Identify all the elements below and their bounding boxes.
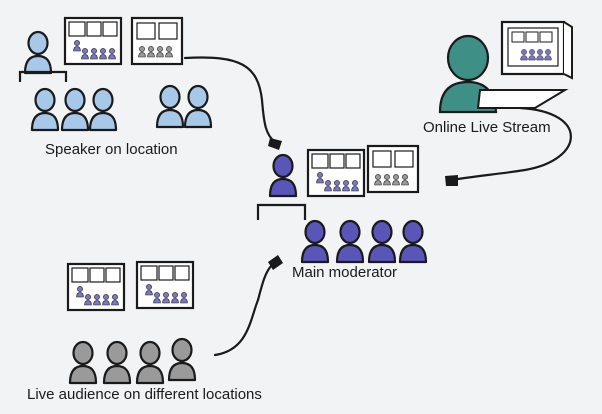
moderator-group bbox=[256, 146, 428, 264]
label-main-moderator: Main moderator bbox=[292, 264, 398, 281]
speaker-screen-2 bbox=[132, 18, 182, 64]
audience-person bbox=[68, 340, 98, 385]
cable-stream-to-moderator bbox=[450, 106, 572, 182]
moderator-screen-1 bbox=[308, 150, 364, 196]
cable-audience-to-moderator bbox=[213, 263, 274, 357]
moderator-screen-2 bbox=[368, 146, 418, 192]
monitor-screen bbox=[507, 27, 559, 67]
audience-person bbox=[102, 340, 132, 385]
speaker-audience-person bbox=[88, 87, 118, 132]
speaker-podium bbox=[18, 70, 68, 82]
audience-group bbox=[68, 262, 197, 385]
monitor-window bbox=[539, 31, 553, 43]
stream-viewer-head bbox=[446, 34, 490, 82]
label-speaker-on-location: Speaker on location bbox=[45, 141, 178, 158]
connector-plug-speaker bbox=[268, 138, 282, 150]
connector-plug-audience bbox=[268, 255, 283, 270]
speaker-audience-person bbox=[155, 84, 185, 129]
moderator-audience-person bbox=[335, 219, 365, 264]
audience-screen-1 bbox=[68, 264, 124, 310]
audience-screen-2 bbox=[137, 262, 193, 308]
audience-person bbox=[135, 340, 165, 385]
speaker-group bbox=[18, 18, 213, 132]
label-online-live-stream: Online Live Stream bbox=[423, 119, 551, 136]
speaker-figure bbox=[23, 30, 53, 75]
audience-person bbox=[167, 337, 197, 382]
stream-group bbox=[438, 20, 573, 114]
keyboard bbox=[476, 89, 569, 109]
moderator-audience-person bbox=[300, 219, 330, 264]
monitor-side bbox=[563, 21, 573, 80]
label-live-audience: Live audience on different locations bbox=[27, 386, 262, 403]
monitor-window bbox=[511, 31, 525, 43]
speaker-audience-person bbox=[30, 87, 60, 132]
moderator-audience-person bbox=[367, 219, 397, 264]
speaker-screen-1 bbox=[65, 18, 121, 64]
moderator-audience-person bbox=[398, 219, 428, 264]
cable-speaker-to-moderator bbox=[183, 56, 277, 144]
speaker-audience-person bbox=[60, 87, 90, 132]
monitor-window bbox=[525, 31, 539, 43]
moderator-figure bbox=[268, 153, 298, 198]
moderator-podium bbox=[256, 203, 307, 220]
connector-plug-stream bbox=[445, 175, 458, 186]
speaker-audience-person bbox=[183, 84, 213, 129]
